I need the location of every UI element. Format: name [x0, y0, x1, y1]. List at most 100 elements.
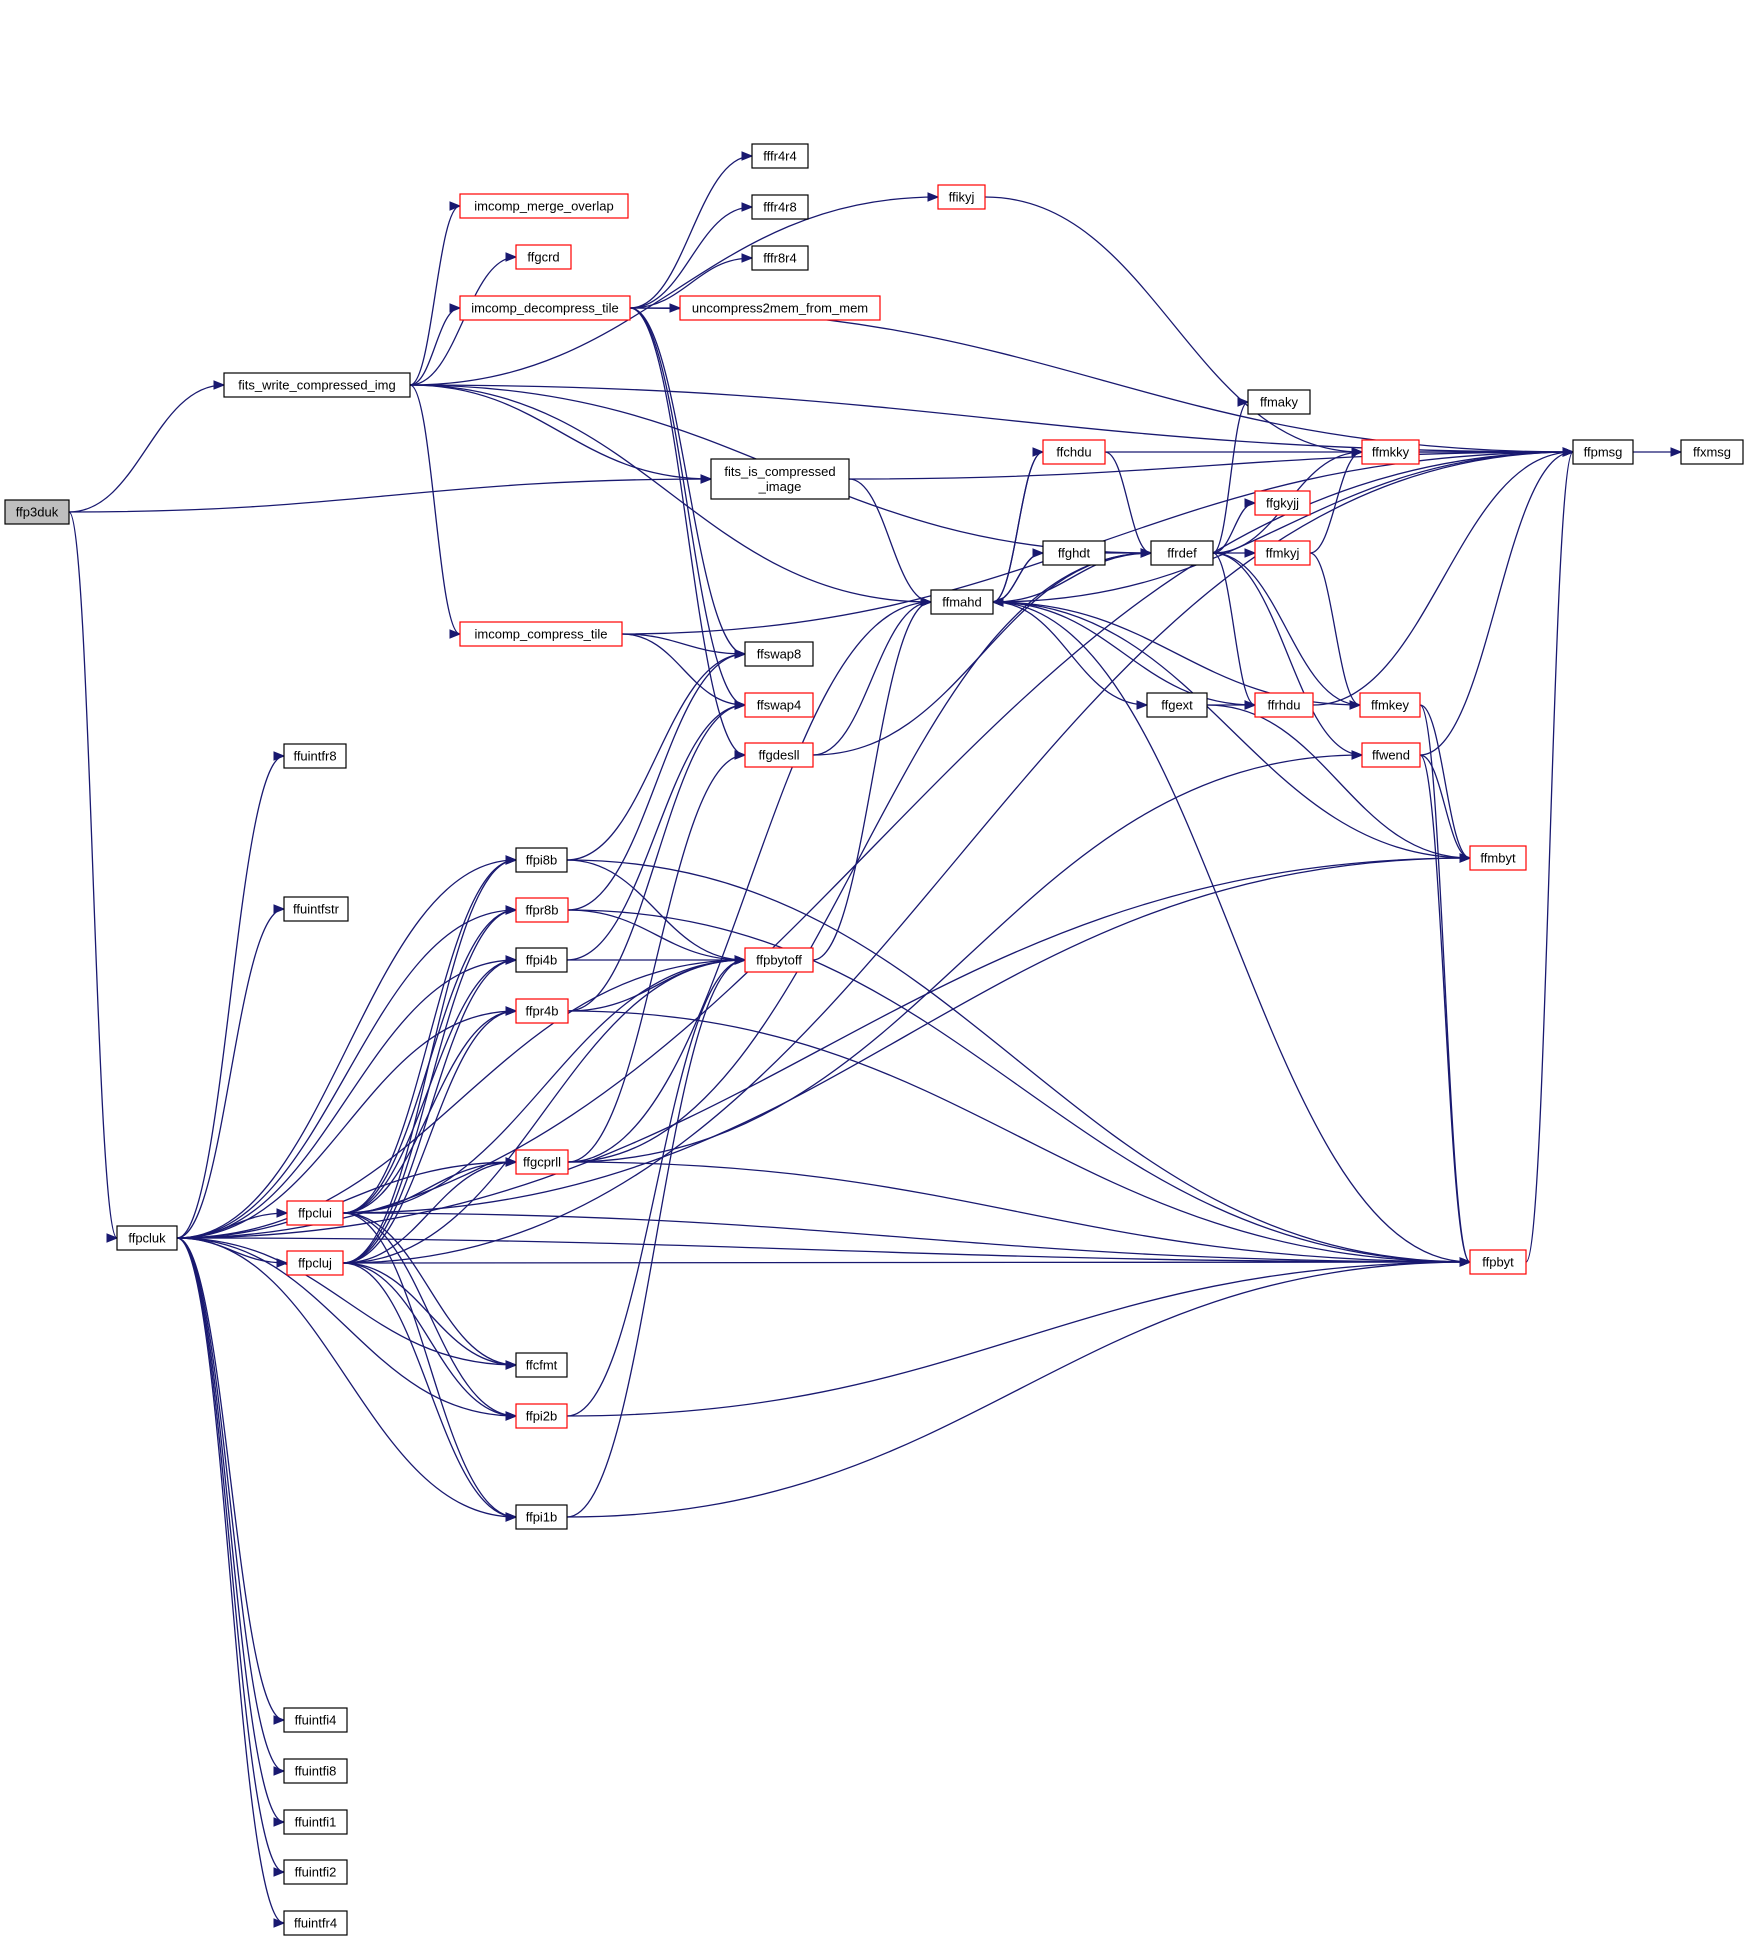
edge-line: [567, 1010, 1471, 1263]
node-ffmahd[interactable]: ffmahd: [930, 589, 994, 615]
node-ffuintfstr[interactable]: ffuintfstr: [283, 896, 349, 922]
node-ffgcrd[interactable]: ffgcrd: [515, 244, 572, 270]
node-ffpbyt[interactable]: ffpbyt: [1469, 1249, 1527, 1275]
edge-ffikyj-to-ffmkky: [984, 196, 1364, 457]
node-ffpclui[interactable]: ffpclui: [286, 1200, 344, 1226]
node-ffgcprll[interactable]: ffgcprll: [515, 1149, 569, 1175]
node-ffwend[interactable]: ffwend: [1361, 742, 1421, 768]
node-label: ffghdt: [1058, 546, 1091, 561]
node-ffgdesll[interactable]: ffgdesll: [744, 742, 814, 768]
edge-line: [621, 633, 746, 655]
node-label: ffgdesll: [759, 748, 800, 763]
node-fits_write_compressed_img[interactable]: fits_write_compressed_img: [223, 372, 411, 398]
edge-line: [629, 257, 753, 309]
node-imcomp_compress_tile[interactable]: imcomp_compress_tile: [459, 621, 623, 647]
node-ffgkyjj[interactable]: ffgkyjj: [1254, 490, 1311, 516]
node-ffchdu[interactable]: ffchdu: [1042, 439, 1106, 465]
node-imcomp_merge_overlap[interactable]: imcomp_merge_overlap: [459, 193, 629, 219]
edge-line: [176, 1237, 285, 1873]
node-box: [744, 692, 814, 718]
edge-ffmkyj-to-ffmkey: [1309, 552, 1362, 710]
node-ffuintfi8[interactable]: ffuintfi8: [283, 1758, 348, 1784]
node-ffmkky[interactable]: ffmkky: [1361, 439, 1420, 465]
node-ffpi4b[interactable]: ffpi4b: [515, 947, 568, 973]
node-ffghdt[interactable]: ffghdt: [1042, 540, 1106, 566]
node-ffswap4[interactable]: ffswap4: [744, 692, 814, 718]
edge-line: [566, 1261, 1471, 1518]
edge-line: [176, 1161, 517, 1239]
arrowhead: [741, 253, 754, 263]
node-ffpi2b[interactable]: ffpi2b: [515, 1403, 568, 1429]
node-ffpmsg[interactable]: ffpmsg: [1572, 439, 1634, 465]
edge-ffpcluj-to-ffpi8b: [342, 855, 518, 1264]
arrowhead: [700, 474, 713, 484]
edge-line: [992, 601, 1471, 859]
node-ffswap8[interactable]: ffswap8: [744, 641, 814, 667]
node-box: [223, 372, 411, 398]
node-fits_is_compressed_image[interactable]: fits_is_compressed_image: [710, 458, 850, 500]
node-box: [286, 1200, 344, 1226]
arrowhead: [213, 380, 226, 390]
node-ffrhdu[interactable]: ffrhdu: [1254, 692, 1314, 718]
node-imcomp_decompress_tile[interactable]: imcomp_decompress_tile: [459, 295, 631, 321]
node-box: [283, 1758, 348, 1784]
node-box: [515, 847, 568, 873]
node-label: ffmahd: [942, 595, 982, 610]
node-ffpr4b[interactable]: ffpr4b: [515, 998, 569, 1024]
node-ffuintfr8[interactable]: ffuintfr8: [283, 743, 347, 769]
edge-line: [176, 1237, 517, 1366]
node-box: [1469, 845, 1527, 871]
arrowhead: [1244, 700, 1257, 710]
edge-ffwend-to-ffmbyt: [1419, 754, 1472, 863]
node-ffxmsg[interactable]: ffxmsg: [1680, 439, 1744, 465]
arrowhead: [1136, 700, 1149, 710]
node-label: ffchdu: [1056, 445, 1091, 460]
node-ffpr8b[interactable]: ffpr8b: [515, 897, 569, 923]
node-ffpbytoff[interactable]: ffpbytoff: [744, 947, 814, 973]
arrowhead: [741, 202, 754, 212]
edge-fits_write_compressed_img-to-ffgcrd: [409, 252, 518, 386]
edge-line: [629, 155, 753, 309]
edge-line: [1419, 451, 1574, 756]
edge-ffpbyt-to-ffmahd: [991, 597, 1471, 1263]
node-ffpcluj[interactable]: ffpcluj: [286, 1250, 344, 1276]
node-ffcfmt[interactable]: ffcfmt: [515, 1352, 568, 1378]
node-uncompress2mem_from_mem[interactable]: uncompress2mem_from_mem: [679, 295, 881, 321]
edge-ffpi2b-to-ffpbytoff: [566, 955, 747, 1417]
edge-line: [812, 601, 932, 756]
edge-line: [1206, 704, 1471, 859]
edge-ffpi8b-to-ffpbyt: [566, 859, 1472, 1267]
node-ffmkyj[interactable]: ffmkyj: [1254, 540, 1311, 566]
node-box: [751, 143, 809, 169]
node-ffrdef[interactable]: ffrdef: [1150, 540, 1214, 566]
node-label: ffrdef: [1167, 546, 1197, 561]
node-ffp3duk[interactable]: ffp3duk: [4, 499, 70, 525]
node-ffikyj[interactable]: ffikyj: [937, 184, 986, 210]
node-ffgext[interactable]: ffgext: [1146, 692, 1208, 718]
node-ffpcluk[interactable]: ffpcluk: [116, 1225, 178, 1251]
node-ffuintfi2[interactable]: ffuintfi2: [283, 1859, 348, 1885]
node-ffpi8b[interactable]: ffpi8b: [515, 847, 568, 873]
node-ffuintfi1[interactable]: ffuintfi1: [283, 1809, 348, 1835]
node-ffmaky[interactable]: ffmaky: [1247, 389, 1311, 415]
node-ffr4r4[interactable]: fffr4r4: [751, 143, 809, 169]
edge-ffwend-to-ffpbyt: [1419, 754, 1472, 1267]
edge-line: [176, 908, 285, 1239]
edge-ffp3duk-to-fits_is_compressed_image: [68, 474, 713, 513]
node-box: [744, 641, 814, 667]
node-ffr8r4[interactable]: fffr8r4: [751, 245, 809, 271]
node-ffmkey[interactable]: ffmkey: [1359, 692, 1421, 718]
node-ffpi1b[interactable]: ffpi1b: [515, 1504, 568, 1530]
edges-layer: [68, 151, 1683, 1928]
node-ffuintfi4[interactable]: ffuintfi4: [283, 1707, 348, 1733]
node-ffmbyt[interactable]: ffmbyt: [1469, 845, 1527, 871]
edge-imcomp_compress_tile-to-ffswap4: [621, 633, 747, 710]
edge-line: [409, 307, 461, 386]
node-ffr4r8[interactable]: fffr4r8: [751, 194, 809, 220]
edge-line: [342, 1212, 517, 1366]
node-ffuintfr4[interactable]: ffuintfr4: [283, 1910, 348, 1936]
edge-ffpcluk-to-ffpi4b: [176, 955, 518, 1239]
edge-line: [68, 384, 225, 513]
arrowhead: [273, 751, 286, 761]
edge-ffpclui-to-ffmbyt: [342, 853, 1472, 1214]
